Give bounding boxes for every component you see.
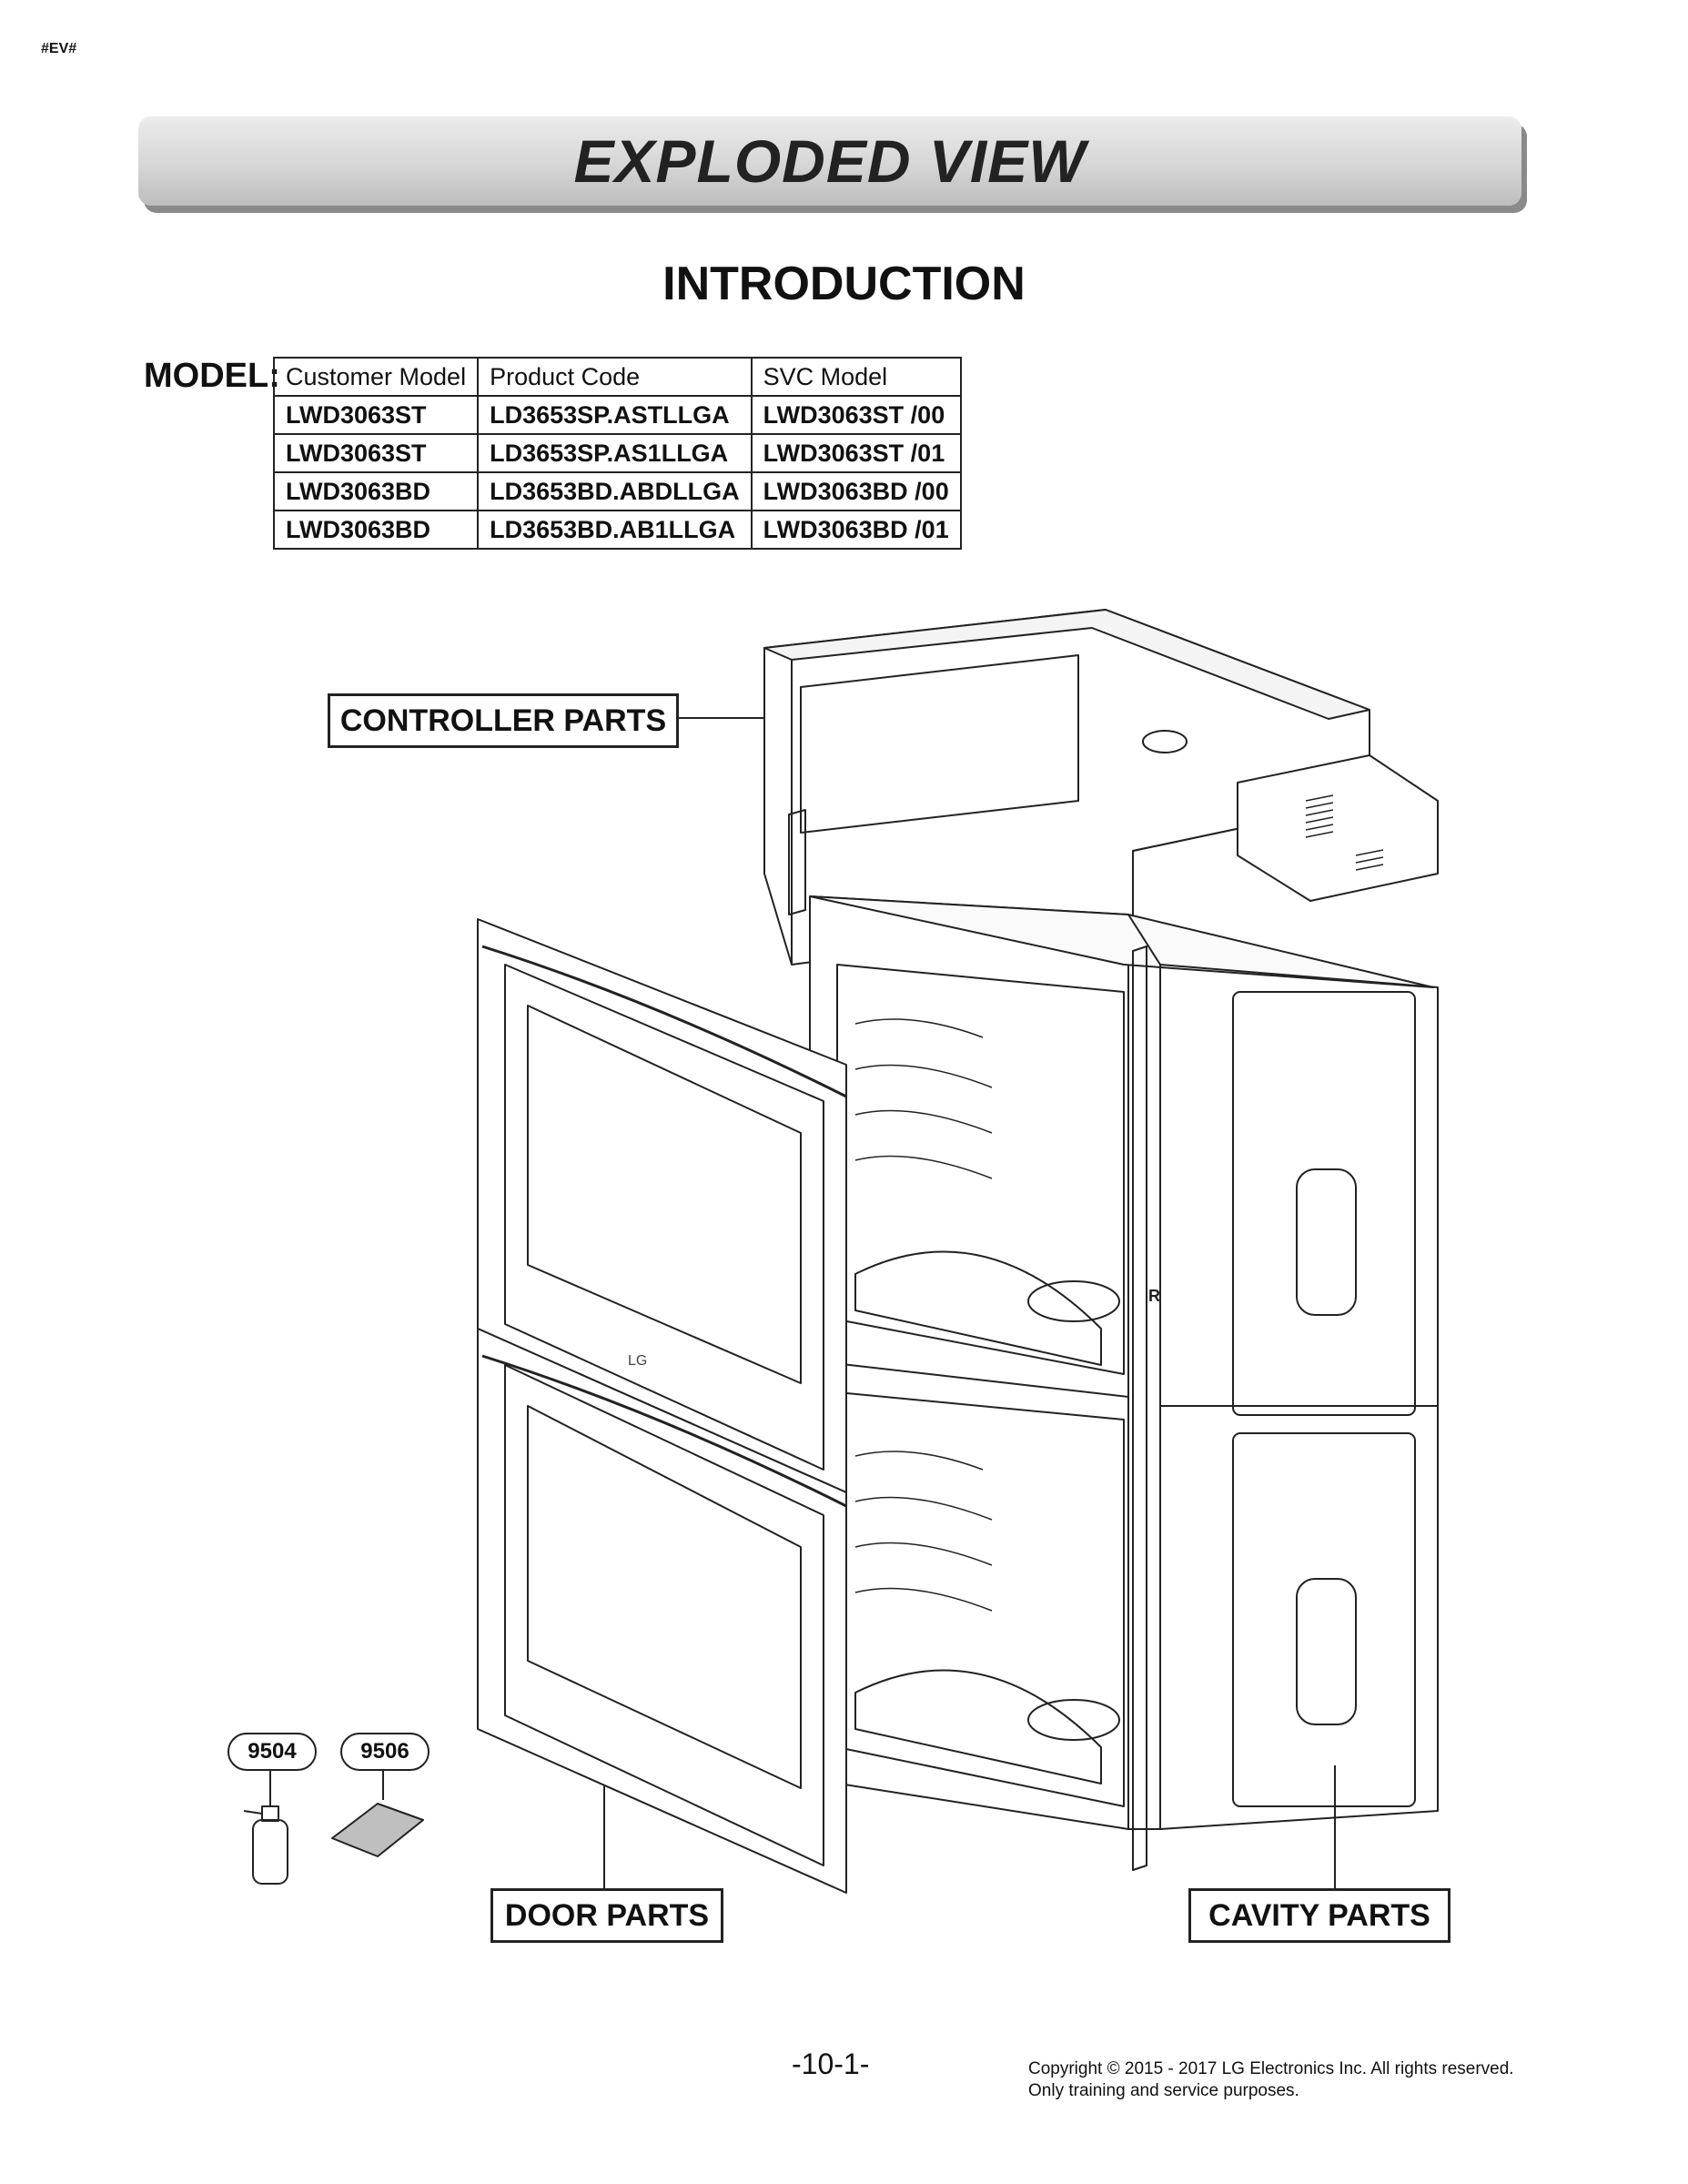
table-cell: LD3653SP.AS1LLGA	[477, 433, 753, 473]
controller-parts-label: CONTROLLER PARTS	[328, 693, 679, 748]
model-table: Customer Model Product Code SVC Model LW…	[272, 357, 962, 550]
table-header-row: Customer Model Product Code SVC Model	[272, 357, 962, 397]
door-logo: LG	[628, 1353, 647, 1369]
copyright-notice: Copyright © 2015 - 2017 LG Electronics I…	[1028, 2058, 1514, 2102]
part-number-9506: 9506	[340, 1733, 430, 1771]
copyright-line-1: Copyright © 2015 - 2017 LG Electronics I…	[1028, 2059, 1514, 2078]
table-cell: LWD3063BD	[272, 471, 480, 511]
section-title: INTRODUCTION	[662, 258, 1026, 310]
table-cell: LWD3063ST	[272, 395, 480, 435]
table-cell: LWD3063ST	[272, 433, 480, 473]
table-cell: LWD3063ST /01	[750, 433, 962, 473]
table-cell: LD3653BD.ABDLLGA	[477, 471, 753, 511]
column-header: SVC Model	[750, 357, 962, 397]
side-rails	[788, 809, 1147, 1871]
copyright-line-2: Only training and service purposes.	[1028, 2081, 1299, 2100]
cavity-parts-label: CAVITY PARTS	[1188, 1888, 1450, 1943]
column-header: Product Code	[477, 357, 753, 397]
table-cell: LWD3063ST /00	[750, 395, 962, 435]
banner-title: EXPLODED VIEW	[573, 127, 1087, 195]
table-cell: LWD3063BD	[272, 510, 480, 550]
controller-assembly	[763, 609, 1439, 966]
document-tag: #EV#	[41, 41, 77, 56]
cavity-mark: R	[1148, 1287, 1160, 1305]
table-row: LWD3063BD LD3653BD.ABDLLGA LWD3063BD /00	[272, 471, 962, 511]
spray-bottle-9504	[243, 1795, 288, 1885]
table-row: LWD3063ST LD3653SP.AS1LLGA LWD3063ST /01	[272, 433, 962, 473]
title-banner: EXPLODED VIEW	[138, 116, 1521, 206]
column-header: Customer Model	[272, 357, 480, 397]
table-row: LWD3063BD LD3653BD.AB1LLGA LWD3063BD /01	[272, 510, 962, 550]
door-assembly	[477, 918, 847, 1894]
page-number: -10-1-	[792, 2048, 870, 2080]
table-cell: LD3653BD.AB1LLGA	[477, 510, 753, 550]
table-cell: LWD3063BD /01	[750, 510, 962, 550]
door-parts-label: DOOR PARTS	[490, 1888, 723, 1943]
leader-lines	[269, 717, 1336, 1888]
table-cell: LD3653SP.ASTLLGA	[477, 395, 753, 435]
table-row: LWD3063ST LD3653SP.ASTLLGA LWD3063ST /00	[272, 395, 962, 435]
table-cell: LWD3063BD /00	[750, 471, 962, 511]
cavity-body	[809, 895, 1439, 1830]
model-label: MODEL:	[144, 357, 280, 395]
part-number-9504: 9504	[227, 1733, 317, 1771]
filter-pad-9506	[331, 1803, 424, 1857]
